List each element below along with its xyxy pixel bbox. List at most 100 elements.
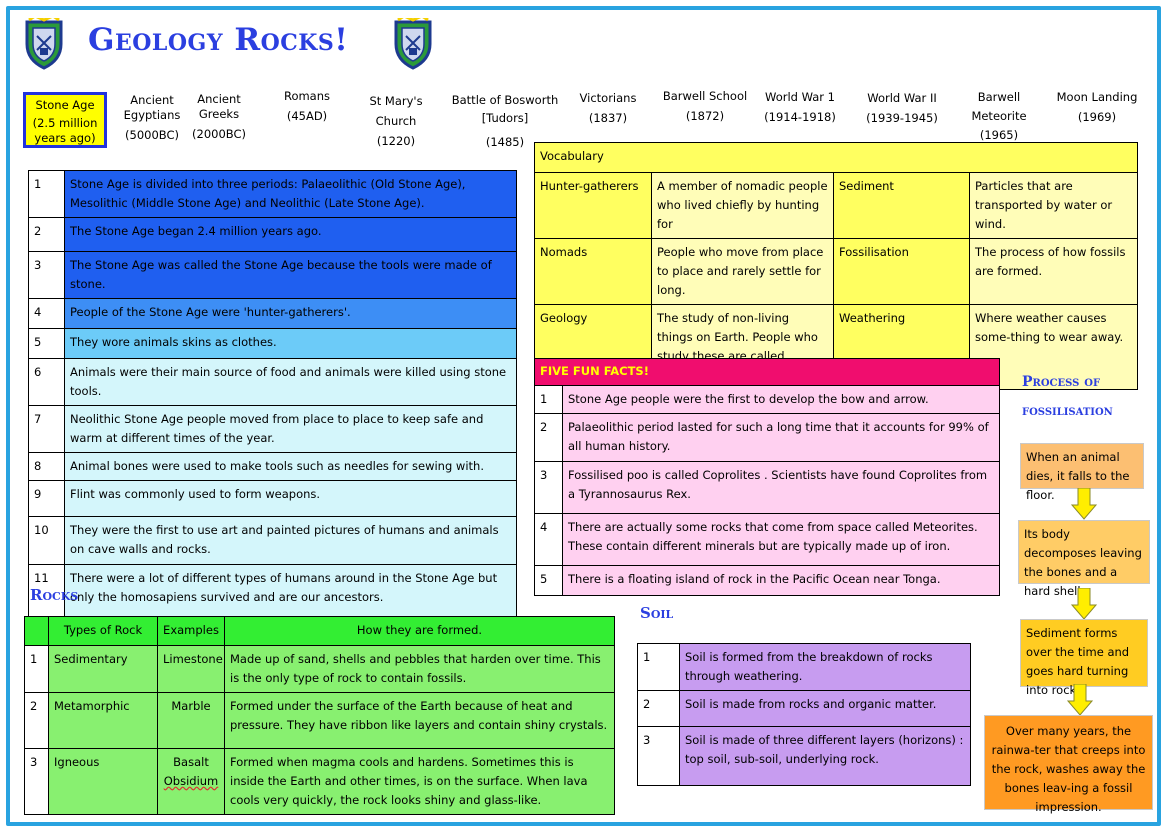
soil-fact: Soil is formed from the breakdown of roc… [679, 643, 971, 691]
vocab-term: Sediment [833, 172, 970, 239]
vocabulary-header: Vocabulary [534, 142, 1138, 173]
soil-fact: Soil is made of three different layers (… [679, 726, 971, 786]
fun-facts-title: FIVE FUN FACTS! [534, 358, 1000, 386]
soil-table: 1 Soil is formed from the breakdown of r… [637, 643, 971, 786]
timeline-item: St Mary's Church (1220) [369, 94, 423, 148]
row-number: 1 [28, 170, 65, 218]
row-number: 3 [534, 461, 563, 514]
row-number: 7 [28, 405, 65, 453]
fact-text: Fossilised poo is called Coprolites . Sc… [562, 461, 1000, 514]
table-row: 8 Animal bones were used to make tools s… [28, 452, 517, 481]
row-number: 1 [637, 643, 680, 691]
row-number: 1 [24, 645, 49, 693]
row-number: 6 [28, 358, 65, 406]
table-row: 5 They wore animals skins as clothes. [28, 328, 517, 359]
fossilisation-step: Over many years, the rainwa-ter that cre… [984, 715, 1153, 814]
fact-text: The Stone Age began 2.4 million years ag… [64, 217, 517, 252]
soil-heading: Soil [640, 604, 674, 622]
timeline-item: Victorians (1837) [579, 91, 637, 125]
table-row: 2 Palaeolithic period lasted for such a … [534, 413, 1000, 462]
rock-formation: Formed when magma cools and hardens. Som… [224, 748, 615, 815]
table-row: Nomads People who move from place to pla… [534, 238, 1138, 305]
row-number: 5 [28, 328, 65, 359]
page-border [6, 6, 1161, 826]
row-number: 8 [28, 452, 65, 481]
timeline-item: Romans (45AD) [283, 89, 331, 123]
fact-text: Palaeolithic period lasted for such a lo… [562, 413, 1000, 462]
fact-text: Stone Age is divided into three periods:… [64, 170, 517, 218]
row-number: 3 [28, 251, 65, 299]
fact-text: The Stone Age was called the Stone Age b… [64, 251, 517, 299]
timeline-item: Battle of Bosworth [Tudors] (1485) [451, 93, 559, 149]
timeline-item: Barwell School (1872) [662, 89, 748, 123]
table-row: 9 Flint was commonly used to form weapon… [28, 480, 517, 517]
vocab-definition: Particles that are transported by water … [969, 172, 1138, 239]
rocks-table: Types of Rock Examples How they are form… [24, 616, 615, 815]
down-arrow-icon [1067, 684, 1093, 716]
vocab-term: Fossilisation [833, 238, 970, 305]
table-row: 5 There is a floating island of rock in … [534, 565, 1000, 596]
rocks-header: Types of Rock Examples How they are form… [24, 616, 615, 646]
timeline-item: Ancient Greeks (2000BC) [192, 92, 246, 141]
row-number: 1 [534, 385, 563, 414]
header-cell [24, 616, 49, 646]
fact-text: People of the Stone Age were 'hunter-gat… [64, 298, 517, 329]
row-number: 5 [534, 565, 563, 596]
row-number: 2 [28, 217, 65, 252]
vocab-definition: The process of how fossils are formed. [969, 238, 1138, 305]
table-row: 3 The Stone Age was called the Stone Age… [28, 251, 517, 299]
rock-formation: Formed under the surface of the Earth be… [224, 692, 615, 749]
header-cell: Examples [157, 616, 225, 646]
down-arrow-icon [1071, 588, 1097, 620]
table-row: 1 Stone Age people were the first to dev… [534, 385, 1000, 414]
fossilisation-step: Its body decomposes leaving the bones an… [1018, 520, 1150, 598]
down-arrow-icon [1071, 488, 1097, 520]
fact-text: There are actually some rocks that come … [562, 513, 1000, 566]
rock-formation: Made up of sand, shells and pebbles that… [224, 645, 615, 693]
stone-age-facts-table: 1 Stone Age is divided into three period… [28, 170, 517, 617]
row-number: 4 [534, 513, 563, 566]
timeline-item: Stone Age (2.5 million years ago) [23, 92, 107, 148]
rock-type: Metamorphic [48, 692, 158, 749]
fun-facts-header: FIVE FUN FACTS! [534, 358, 1000, 386]
header-cell: How they are formed. [224, 616, 615, 646]
fact-text: They wore animals skins as clothes. [64, 328, 517, 359]
row-number: 4 [28, 298, 65, 329]
vocabulary-table: Vocabulary Hunter-gatherers A member of … [534, 142, 1138, 390]
table-row: 6 Animals were their main source of food… [28, 358, 517, 406]
rock-type: Sedimentary [48, 645, 158, 693]
row-number: 2 [24, 692, 49, 749]
rocks-heading: Rocks [30, 586, 79, 604]
timeline-item: World War 1 (1914-1918) [764, 90, 836, 124]
table-row: 3 Soil is made of three different layers… [637, 726, 971, 786]
header-cell: Types of Rock [48, 616, 158, 646]
school-crest-icon [25, 18, 63, 70]
fun-facts-table: FIVE FUN FACTS! 1 Stone Age people were … [534, 358, 1000, 596]
timeline-item: World War II (1939-1945) [866, 91, 938, 125]
row-number: 9 [28, 480, 65, 517]
timeline-item: Moon Landing (1969) [1056, 90, 1138, 124]
timeline-item: Ancient Egyptians (5000BC) [123, 93, 181, 142]
fact-text: Stone Age people were the first to devel… [562, 385, 1000, 414]
fossilisation-step: Sediment forms over the time and goes ha… [1020, 619, 1148, 697]
vocab-term: Hunter-gatherers [534, 172, 652, 239]
row-number: 10 [28, 516, 65, 565]
table-row: 3 Fossilised poo is called Coprolites . … [534, 461, 1000, 514]
rock-type: Igneous [48, 748, 158, 815]
table-row: 2 Metamorphic Marble Formed under the su… [24, 692, 615, 749]
row-number: 2 [637, 690, 680, 727]
vocab-definition: People who move from place to place and … [651, 238, 834, 305]
table-row: 1 Soil is formed from the breakdown of r… [637, 643, 971, 691]
fact-text: Animals were their main source of food a… [64, 358, 517, 406]
table-row: Geology The study of non-living things o… [534, 304, 1138, 390]
table-row: 1 Stone Age is divided into three period… [28, 170, 517, 218]
table-row: 2 The Stone Age began 2.4 million years … [28, 217, 517, 252]
rock-example: Limestone [157, 645, 225, 693]
table-row: 11 There were a lot of different types o… [28, 564, 517, 617]
timeline-item: Barwell Meteorite (1965) [971, 90, 1027, 142]
table-row: Hunter-gatherers A member of nomadic peo… [534, 172, 1138, 239]
vocab-definition: A member of nomadic people who lived chi… [651, 172, 834, 239]
fact-text: Flint was commonly used to form weapons. [64, 480, 517, 517]
